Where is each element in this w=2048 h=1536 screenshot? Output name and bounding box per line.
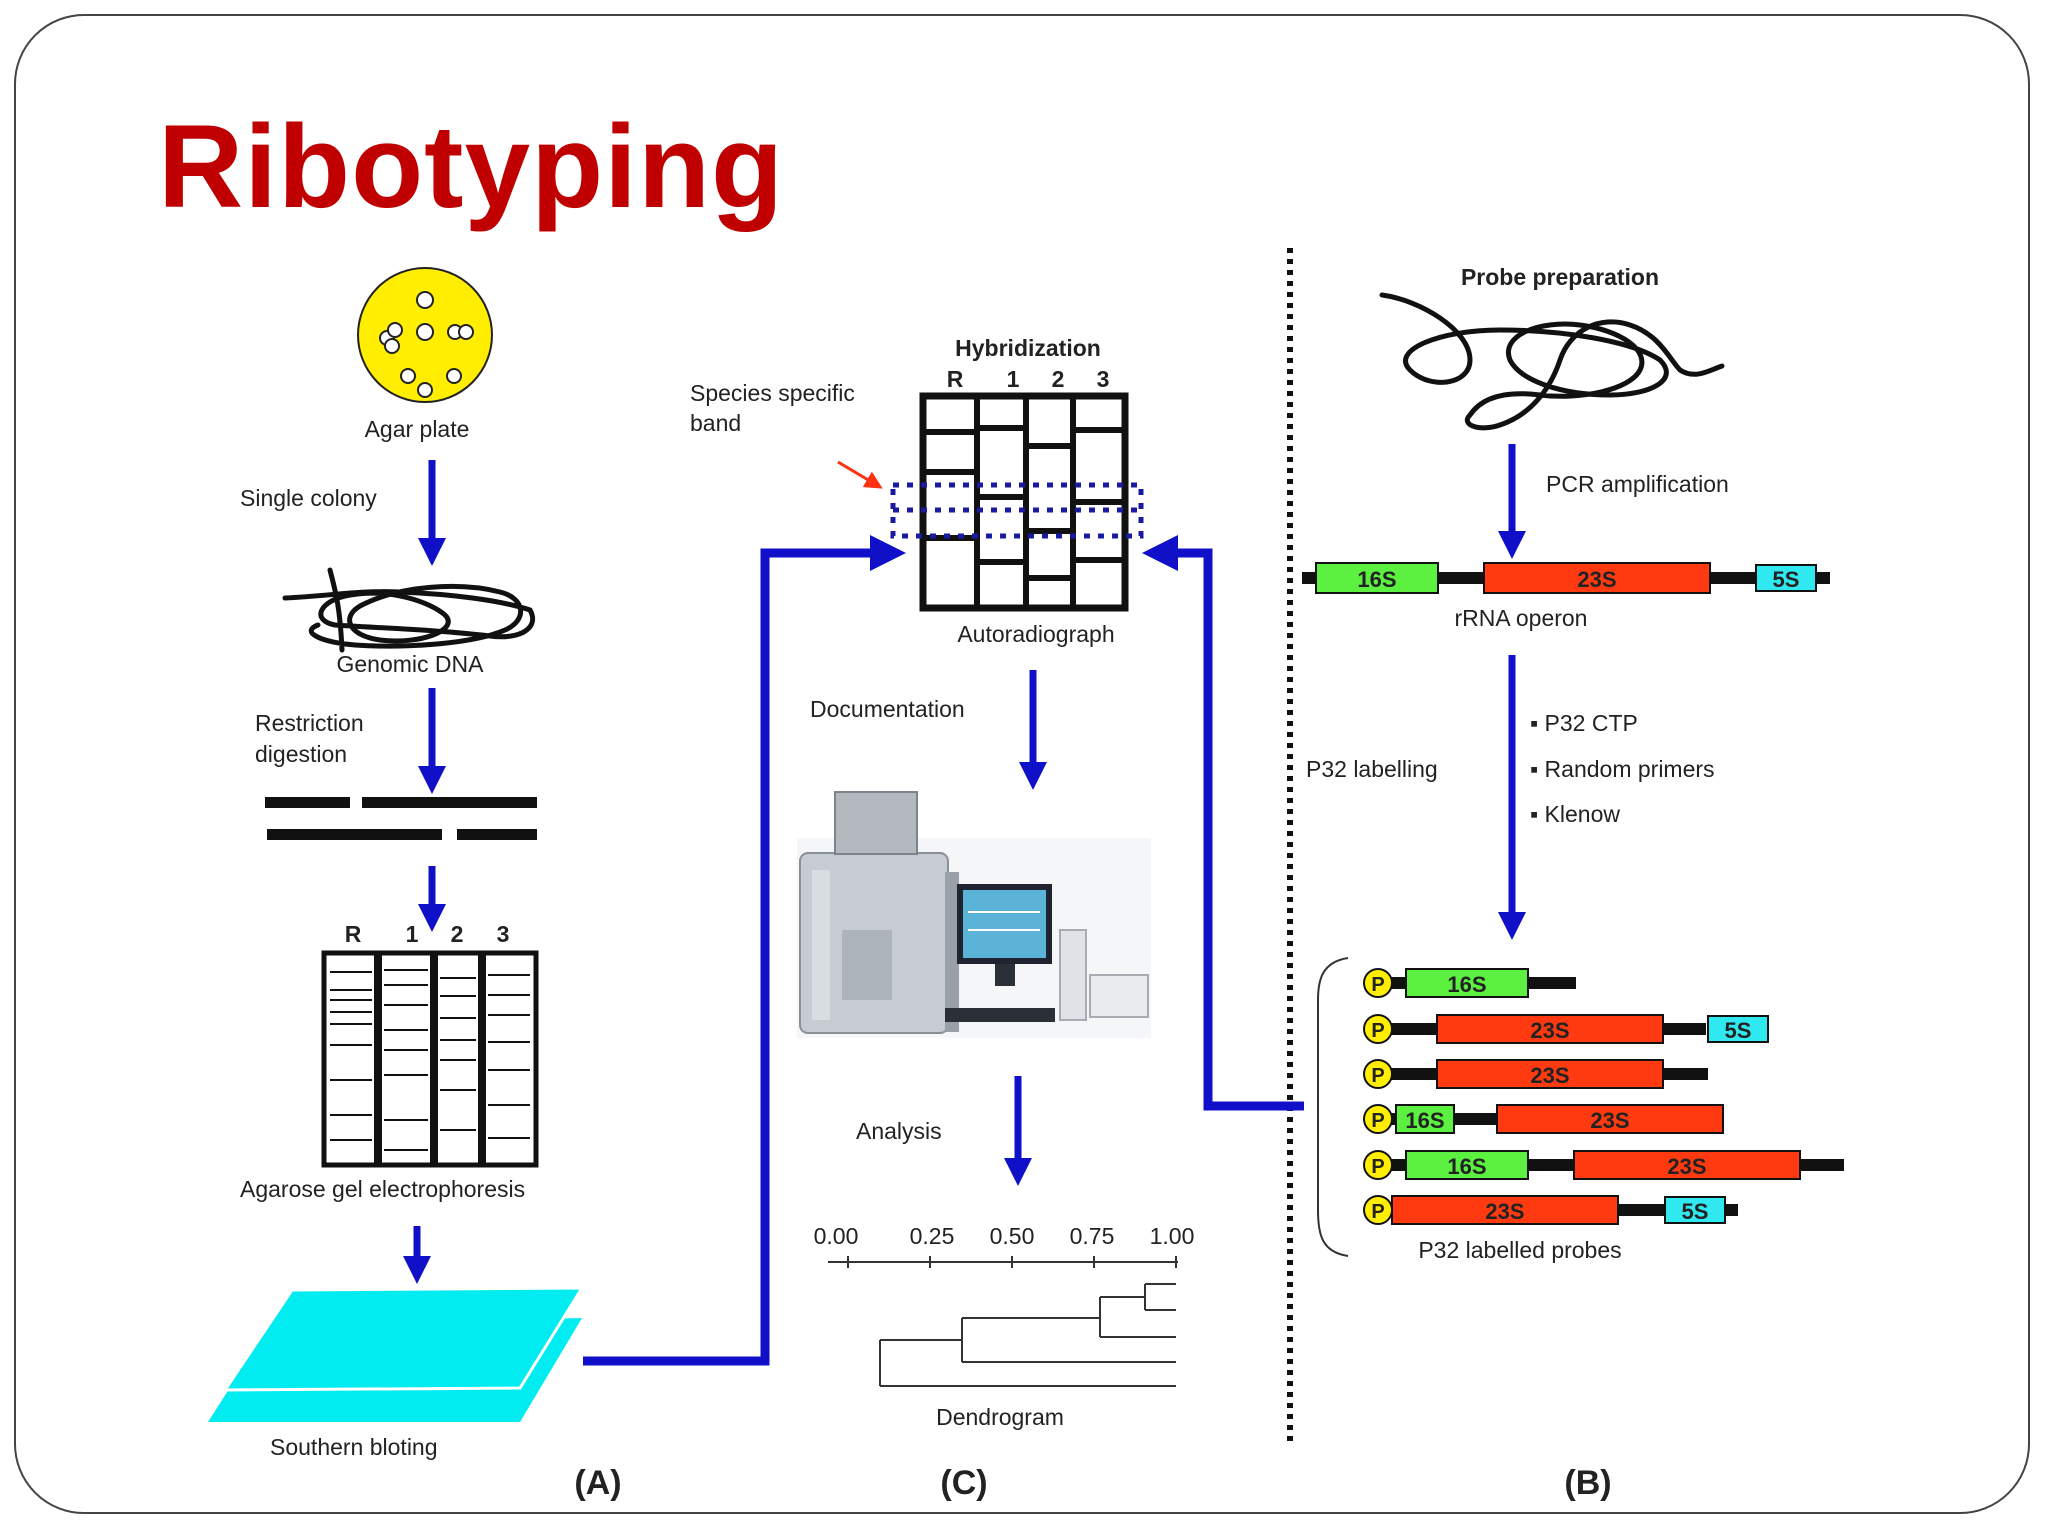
autorad-lane-3: 3 xyxy=(1097,366,1110,392)
arrow-from-probes-icon xyxy=(1142,535,1304,1111)
probe-6: 23S 5S P xyxy=(1363,1195,1738,1225)
probe-2-gene-23s: 23S xyxy=(1530,1018,1569,1043)
autorad-lane-r: R xyxy=(947,366,964,392)
reagent-p32-ctp: ▪ P32 CTP xyxy=(1530,710,1638,736)
probe-3-gene-23s: 23S xyxy=(1530,1063,1569,1088)
hybridization-label: Hybridization xyxy=(955,335,1101,361)
dendrogram-tree xyxy=(879,1283,1176,1387)
restriction-label-1: Restriction xyxy=(255,710,364,736)
probe-5-gene-23s: 23S xyxy=(1667,1154,1706,1179)
arrow-to-hybridization-icon xyxy=(583,535,906,1366)
probe-4: 16S 23S P xyxy=(1363,1104,1724,1134)
operon-gene-16s: 16S xyxy=(1357,567,1396,592)
reagent-klenow: ▪ Klenow xyxy=(1530,801,1620,827)
probe-preparation-label: Probe preparation xyxy=(1461,264,1659,290)
scale-tick-0: 0.00 xyxy=(814,1223,859,1249)
agar-plate-icon xyxy=(357,267,493,403)
dna-fragments-icon xyxy=(265,797,537,840)
dendrogram-scale: 0.00 0.25 0.50 0.75 1.00 xyxy=(814,1223,1195,1268)
p32-labelling-label: P32 labelling xyxy=(1306,756,1438,782)
panel-c-label: (C) xyxy=(940,1464,987,1502)
autoradiograph-icon xyxy=(890,392,1144,612)
probe-4-gene-16s: 16S xyxy=(1405,1108,1444,1133)
probe-3: 23S P xyxy=(1363,1059,1708,1089)
panel-b: Probe preparation PCR amplification 16S … xyxy=(1142,264,1844,1502)
labelled-probes-label: P32 labelled probes xyxy=(1418,1237,1621,1263)
reagent-random-primers: ▪ Random primers xyxy=(1530,756,1715,782)
probe-6-gene-23s: 23S xyxy=(1485,1199,1524,1224)
slide-frame xyxy=(14,14,2030,1514)
panel-b-label: (B) xyxy=(1564,1464,1611,1502)
gel-lane-2: 2 xyxy=(451,921,464,947)
autoradiograph-label: Autoradiograph xyxy=(957,621,1114,647)
pcr-label: PCR amplification xyxy=(1546,471,1729,497)
genomic-dna-label: Genomic DNA xyxy=(337,651,485,677)
southern-label: Southern bloting xyxy=(270,1434,438,1460)
gel-lane-r: R xyxy=(345,921,362,947)
gel-documentation-system-icon xyxy=(797,791,1151,1038)
gel-lane-1: 1 xyxy=(406,921,419,947)
probe-2-gene-5s: 5S xyxy=(1725,1018,1752,1043)
species-band-label-1: Species specific xyxy=(690,380,855,406)
gel-lane-labels: R 1 2 3 xyxy=(345,921,510,947)
scale-tick-3: 0.75 xyxy=(1070,1223,1115,1249)
single-colony-label: Single colony xyxy=(240,485,377,511)
restriction-label-2: digestion xyxy=(255,741,347,767)
rrna-operon-label: rRNA operon xyxy=(1455,605,1588,631)
probe-marker: P xyxy=(1371,1201,1384,1223)
autorad-lane-labels: R 1 2 3 xyxy=(947,366,1110,392)
panel-a: Agar plate Single colony Genomic DNA Res… xyxy=(208,267,906,1502)
scale-tick-2: 0.50 xyxy=(990,1223,1035,1249)
autorad-lane-2: 2 xyxy=(1052,366,1065,392)
analysis-label: Analysis xyxy=(856,1118,942,1144)
probe-6-gene-5s: 5S xyxy=(1682,1199,1709,1224)
probe-2: 23S 5S P xyxy=(1363,1014,1769,1044)
probe-5-gene-16s: 16S xyxy=(1447,1154,1486,1179)
probe-marker: P xyxy=(1371,1110,1384,1132)
probes-bracket xyxy=(1317,957,1349,1257)
operon-gene-5s: 5S xyxy=(1773,567,1800,592)
gel-lane-3: 3 xyxy=(497,921,510,947)
southern-membrane-icon xyxy=(208,1286,585,1422)
scale-tick-4: 1.00 xyxy=(1150,1223,1195,1249)
species-band-pointer-icon xyxy=(837,460,883,489)
panel-c: Hybridization R 1 2 3 Species specific b… xyxy=(690,335,1194,1502)
probe-marker: P xyxy=(1371,1065,1384,1087)
probe-1-gene-16s: 16S xyxy=(1447,972,1486,997)
panel-a-label: (A) xyxy=(574,1464,621,1502)
scale-tick-1: 0.25 xyxy=(910,1223,955,1249)
genomic-dna-icon xyxy=(282,567,535,653)
probe-5: 16S 23S P xyxy=(1363,1150,1844,1180)
operon-gene-23s: 23S xyxy=(1577,567,1616,592)
species-band-label-2: band xyxy=(690,410,741,436)
probe-dna-icon xyxy=(1379,292,1725,431)
probe-4-gene-23s: 23S xyxy=(1590,1108,1629,1133)
probe-marker: P xyxy=(1371,1156,1384,1178)
probe-marker: P xyxy=(1371,1020,1384,1042)
agarose-gel-icon xyxy=(321,950,539,1168)
dendrogram-label: Dendrogram xyxy=(936,1404,1064,1430)
probe-marker: P xyxy=(1371,974,1384,996)
probe-1: 16S P xyxy=(1363,968,1576,998)
gel-caption: Agarose gel electrophoresis xyxy=(240,1176,525,1202)
rrna-operon-icon: 16S 23S 5S xyxy=(1302,562,1830,594)
documentation-label: Documentation xyxy=(810,696,965,722)
autorad-lane-1: 1 xyxy=(1007,366,1020,392)
agar-plate-label: Agar plate xyxy=(365,416,470,442)
slide-title: Ribotyping xyxy=(158,101,785,233)
